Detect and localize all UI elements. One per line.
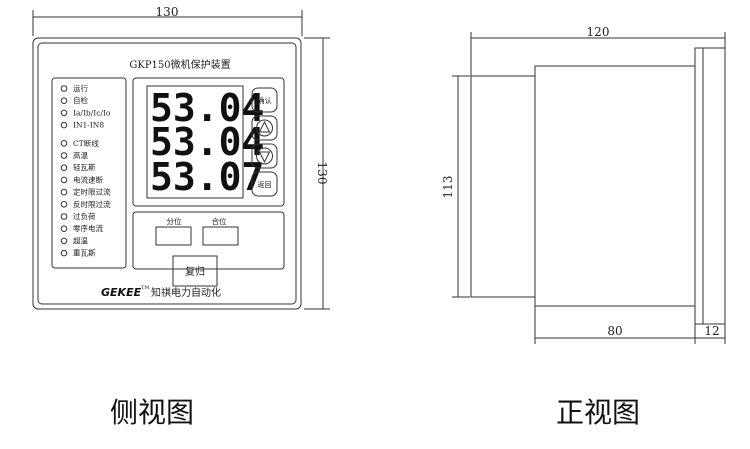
indicator-led xyxy=(60,176,68,184)
confirm-button-label: 确认 xyxy=(258,96,272,105)
reset-button-label: 复归 xyxy=(185,265,205,278)
display-line-1: 53.04 xyxy=(150,86,264,130)
rear-terminal-block xyxy=(470,75,536,298)
dim-body-label: 80 xyxy=(607,324,622,338)
open-position-window xyxy=(155,226,192,246)
indicator-label: 反时限过流 xyxy=(73,199,111,209)
display-panel xyxy=(132,77,285,207)
indicator-led xyxy=(60,237,68,245)
right-view: 120 113 80 12 正视图 xyxy=(441,25,726,429)
indicator-label: 零序电流 xyxy=(73,223,103,233)
indicator-label: 轻瓦斯 xyxy=(73,162,96,172)
right-view-caption: 正视图 xyxy=(556,396,640,429)
indicator-label: CT断线 xyxy=(73,138,99,148)
indicator-led xyxy=(60,225,68,232)
left-view-caption: 侧视图 xyxy=(110,396,194,429)
dim-height-label: 113 xyxy=(441,176,455,199)
indicator-led xyxy=(60,140,68,147)
indicator-led xyxy=(60,152,68,159)
indicator-led xyxy=(60,249,68,257)
closed-position-window xyxy=(202,226,239,246)
indicator-label: 高温 xyxy=(73,150,88,160)
up-arrow-icon xyxy=(258,120,271,133)
indicator-label: 定时限过流 xyxy=(73,187,111,197)
device-inner-frame xyxy=(37,42,297,305)
front-panel xyxy=(702,47,726,325)
indicator-led xyxy=(60,121,68,129)
dim-height-label: 130 xyxy=(315,162,329,185)
closed-position-label: 合位 xyxy=(212,216,227,226)
confirm-button[interactable] xyxy=(251,87,278,113)
indicator-led xyxy=(60,188,68,196)
dim-panel-label: 12 xyxy=(704,324,719,338)
dim-width-label: 130 xyxy=(156,5,179,19)
indicator-led xyxy=(60,164,68,171)
indicator-label: Ia/Ib/Ic/Io xyxy=(73,108,111,117)
company-name: 知祺电力自动化 xyxy=(151,286,221,299)
up-button[interactable] xyxy=(251,115,278,141)
device-body xyxy=(534,65,696,307)
indicator-label: 过负荷 xyxy=(73,211,96,221)
lcd-window xyxy=(146,85,244,199)
brand-tm: TM xyxy=(141,285,149,291)
dim-depth-label: 120 xyxy=(587,25,610,39)
indicator-led xyxy=(60,213,68,220)
down-button[interactable] xyxy=(251,143,278,169)
display-line-2: 53.04 xyxy=(150,120,264,164)
panel-flange-inner xyxy=(694,47,704,325)
indicator-label: IN1-IN8 xyxy=(73,121,104,130)
indicator-panel xyxy=(51,77,127,269)
indicator-led xyxy=(60,109,68,117)
reset-button[interactable] xyxy=(172,255,218,287)
open-position-label: 分位 xyxy=(167,216,182,226)
indicator-led xyxy=(60,85,68,92)
indicator-label: 运行 xyxy=(73,83,88,93)
indicator-label: 重瓦斯 xyxy=(73,248,96,258)
down-arrow-icon xyxy=(258,151,271,164)
display-line-3: 53.07 xyxy=(150,155,264,199)
indicator-led xyxy=(60,201,68,208)
up-ring xyxy=(256,119,273,137)
device-title: GKP150微机保护装置 xyxy=(129,58,230,71)
brand-logo: GEKEE xyxy=(101,286,142,299)
return-button-label: 返回 xyxy=(258,181,272,189)
indicator-led xyxy=(60,97,68,104)
breaker-panel xyxy=(132,211,285,270)
indicator-label: 自检 xyxy=(73,95,88,105)
indicator-label: 电流速断 xyxy=(73,174,103,184)
indicator-label: 超温 xyxy=(73,236,88,245)
return-button[interactable] xyxy=(251,171,278,197)
down-ring xyxy=(256,147,273,165)
device-outer-panel xyxy=(32,37,302,310)
